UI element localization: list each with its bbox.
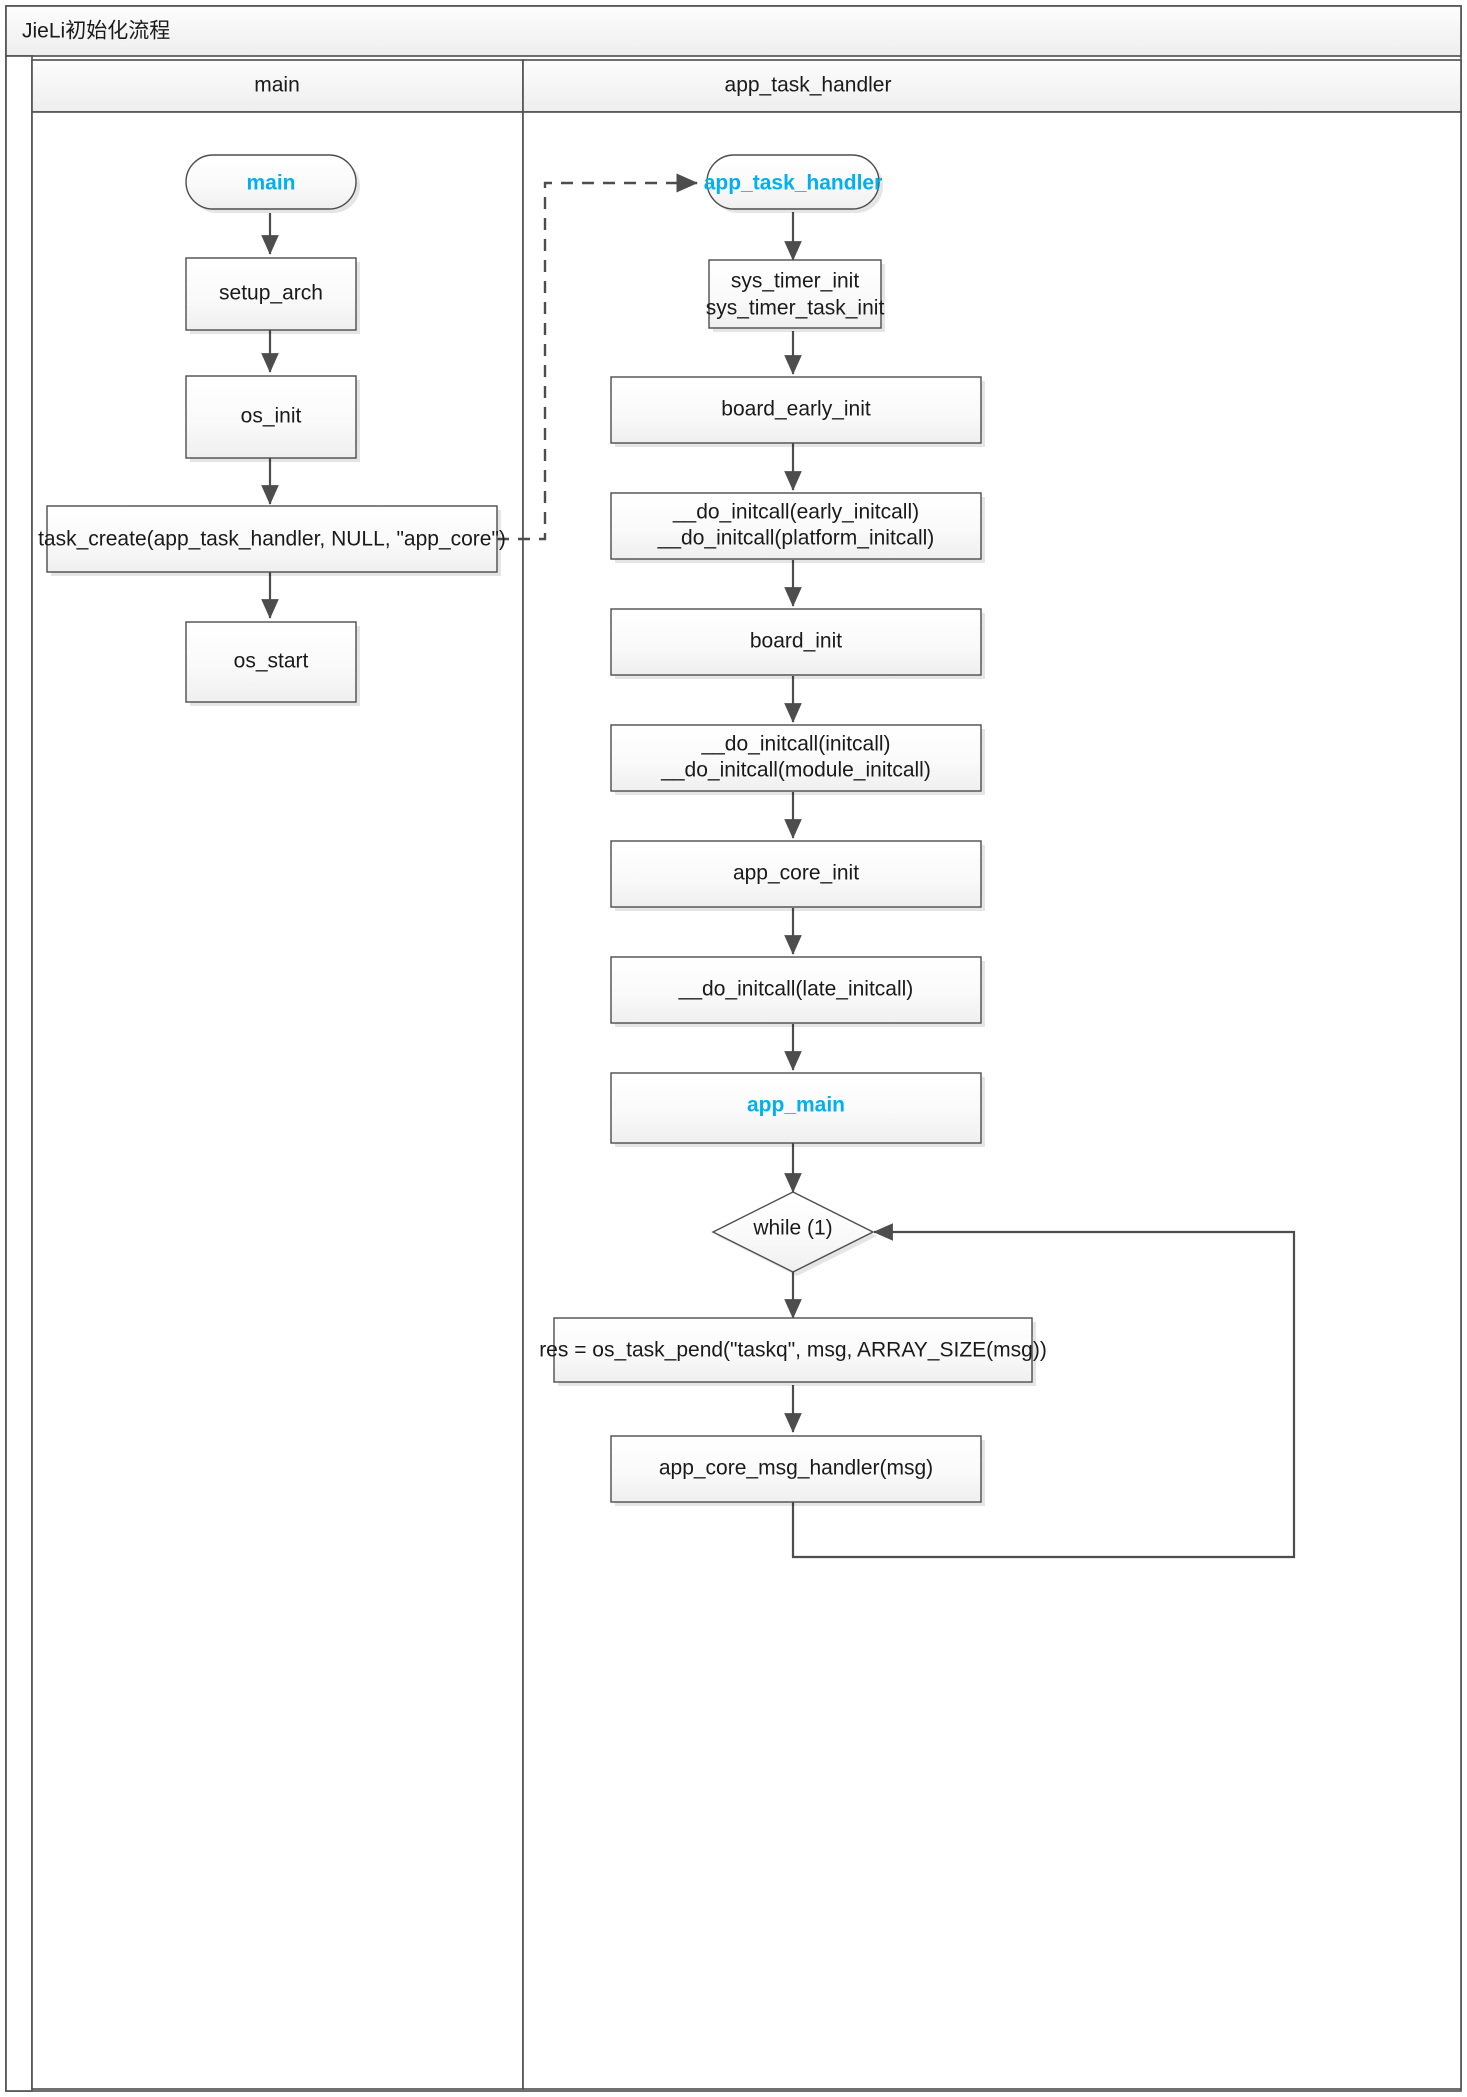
node-app-core-init-label: app_core_init bbox=[733, 862, 859, 885]
node-app-main-label: app_main bbox=[747, 1094, 845, 1117]
node-app-task-handler-start[interactable]: app_task_handler bbox=[704, 154, 883, 213]
edges-app-task-handler-lane bbox=[784, 212, 1296, 1559]
node-task-create-label: task_create(app_task_handler, NULL, "app… bbox=[38, 528, 506, 551]
node-board-early-init-label: board_early_init bbox=[721, 398, 871, 421]
lane-header-app-task-handler bbox=[522, 59, 1462, 113]
pool-side-strip bbox=[5, 55, 33, 2092]
node-initcall-late-label: __do_initcall(late_initcall) bbox=[678, 978, 914, 1001]
node-app-core-init[interactable]: app_core_init bbox=[610, 840, 985, 911]
edge-task-create-to-app-task-handler bbox=[497, 173, 698, 541]
node-initcall-module[interactable]: __do_initcall(initcall) __do_initcall(mo… bbox=[610, 724, 985, 795]
node-setup-arch-label: setup_arch bbox=[219, 282, 323, 305]
node-setup-arch[interactable]: setup_arch bbox=[185, 257, 360, 334]
node-initcall-early-line2: __do_initcall(platform_initcall) bbox=[657, 527, 935, 550]
node-app-core-msg-handler[interactable]: app_core_msg_handler(msg) bbox=[610, 1435, 985, 1506]
edge-loop-back-to-while bbox=[791, 1223, 1296, 1559]
node-board-init-label: board_init bbox=[750, 630, 842, 653]
node-board-init[interactable]: board_init bbox=[610, 608, 985, 679]
node-while-loop-label: while (1) bbox=[752, 1217, 832, 1240]
lane-title-main: main bbox=[254, 74, 300, 97]
node-initcall-module-line2: __do_initcall(module_initcall) bbox=[660, 759, 931, 782]
node-initcall-early[interactable]: __do_initcall(early_initcall) __do_initc… bbox=[610, 492, 985, 563]
node-initcall-late[interactable]: __do_initcall(late_initcall) bbox=[610, 956, 985, 1027]
node-os-init[interactable]: os_init bbox=[185, 375, 360, 462]
lane-title-app-task-handler: app_task_handler bbox=[725, 74, 892, 97]
node-os-start-label: os_start bbox=[234, 650, 309, 673]
diagram-title: JieLi初始化流程 bbox=[22, 20, 170, 43]
node-initcall-early-line1: __do_initcall(early_initcall) bbox=[672, 501, 919, 524]
node-app-main[interactable]: app_main bbox=[610, 1072, 985, 1147]
node-app-task-handler-start-label: app_task_handler bbox=[704, 172, 883, 195]
node-main-start-label: main bbox=[246, 172, 295, 195]
node-os-init-label: os_init bbox=[241, 405, 302, 428]
node-os-task-pend[interactable]: res = os_task_pend("taskq", msg, ARRAY_S… bbox=[539, 1317, 1047, 1386]
node-sys-timer-init-line2: sys_timer_task_init bbox=[706, 297, 885, 320]
node-main-start[interactable]: main bbox=[185, 154, 360, 213]
node-initcall-module-line1: __do_initcall(initcall) bbox=[700, 733, 890, 756]
node-sys-timer-init[interactable]: sys_timer_init sys_timer_task_init bbox=[706, 259, 885, 332]
node-os-start[interactable]: os_start bbox=[185, 621, 360, 706]
node-app-core-msg-handler-label: app_core_msg_handler(msg) bbox=[659, 1457, 933, 1480]
node-sys-timer-init-line1: sys_timer_init bbox=[731, 270, 860, 293]
node-os-task-pend-label: res = os_task_pend("taskq", msg, ARRAY_S… bbox=[539, 1339, 1047, 1362]
node-while-loop[interactable]: while (1) bbox=[711, 1191, 877, 1276]
node-task-create[interactable]: task_create(app_task_handler, NULL, "app… bbox=[38, 505, 506, 576]
lane-main: main bbox=[31, 59, 524, 2090]
node-board-early-init[interactable]: board_early_init bbox=[610, 376, 985, 447]
